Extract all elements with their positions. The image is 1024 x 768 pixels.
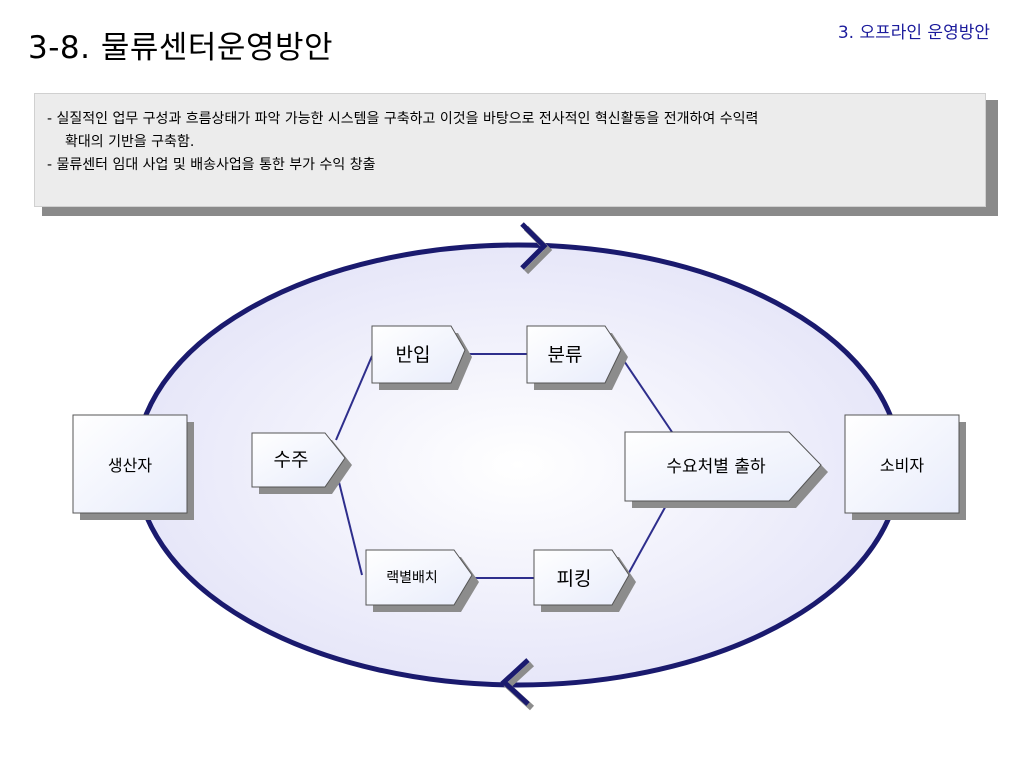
consumer-label: 소비자	[880, 456, 924, 475]
sorting-node: 분류	[526, 325, 628, 390]
connector-sorting-shipping	[617, 351, 673, 433]
order-node: 수주	[251, 432, 352, 494]
consumer-node: 소비자	[844, 414, 966, 520]
picking-node: 피킹	[533, 549, 636, 612]
connector-order-rack	[335, 469, 363, 576]
picking-label: 피킹	[557, 568, 592, 590]
shipping-label: 수요처별 출하	[666, 457, 766, 477]
description-line-3: - 물류센터 임대 사업 및 배송사업을 통한 부가 수익 창출	[47, 157, 376, 173]
cycle-arrow-bottom-icon	[500, 658, 535, 711]
section-label: 3. 오프라인 운영방안	[837, 23, 990, 43]
connector-order-inbound	[335, 355, 373, 441]
connector-picking-shipping	[625, 501, 669, 579]
rack-placement-node: 랙별배치	[365, 549, 479, 612]
sorting-label: 분류	[548, 344, 583, 366]
producer-node: 생산자	[72, 414, 194, 520]
order-label: 수주	[274, 449, 309, 471]
inbound-node: 반입	[371, 325, 472, 390]
description-line-2: 확대의 기반을 구축함.	[65, 134, 195, 150]
cycle-arrow-top-icon	[520, 222, 553, 275]
description-box: - 실질적인 업무 구성과 흐름상태가 파악 가능한 시스템을 구축하고 이것을…	[34, 93, 986, 207]
inbound-label: 반입	[396, 344, 431, 366]
page-title: 3-8. 물류센터운영방안	[28, 30, 333, 66]
shipping-node: 수요처별 출하	[624, 431, 828, 508]
description-line-1: - 실질적인 업무 구성과 흐름상태가 파악 가능한 시스템을 구축하고 이것을…	[47, 111, 759, 127]
producer-label: 생산자	[108, 456, 152, 475]
rack-placement-label: 랙별배치	[386, 570, 438, 586]
